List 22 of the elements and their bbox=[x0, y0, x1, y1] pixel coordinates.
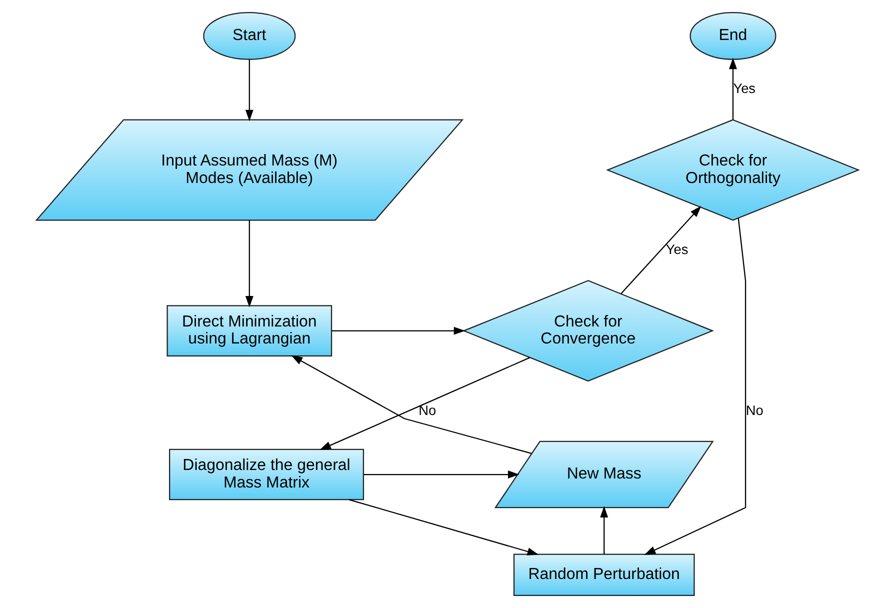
arrow bbox=[320, 357, 530, 450]
arrow bbox=[245, 59, 254, 122]
node-diamond: Check for Convergence bbox=[462, 280, 714, 382]
arrow bbox=[728, 58, 737, 120]
arrow bbox=[644, 218, 746, 555]
edge-label: No bbox=[746, 402, 764, 418]
arrow bbox=[245, 220, 254, 308]
node-diamond: Check for Orthogonality bbox=[606, 119, 860, 221]
edge-label: No bbox=[418, 402, 436, 418]
node-ellipse: End bbox=[690, 12, 776, 60]
arrow bbox=[620, 206, 702, 294]
arrow bbox=[332, 326, 466, 335]
arrow bbox=[600, 506, 608, 554]
node-box: Diagonalize the general Mass Matrix bbox=[169, 448, 364, 500]
node-box: Random Perturbation bbox=[513, 554, 695, 596]
arrow bbox=[364, 470, 520, 478]
node-box: Direct Minimization using Lagrangian bbox=[166, 305, 332, 356]
node-ellipse: Start bbox=[203, 12, 296, 60]
arrow bbox=[348, 499, 539, 556]
edge-label: Yes bbox=[733, 81, 756, 96]
edge-label: Yes bbox=[666, 242, 688, 257]
arrow bbox=[291, 355, 532, 454]
